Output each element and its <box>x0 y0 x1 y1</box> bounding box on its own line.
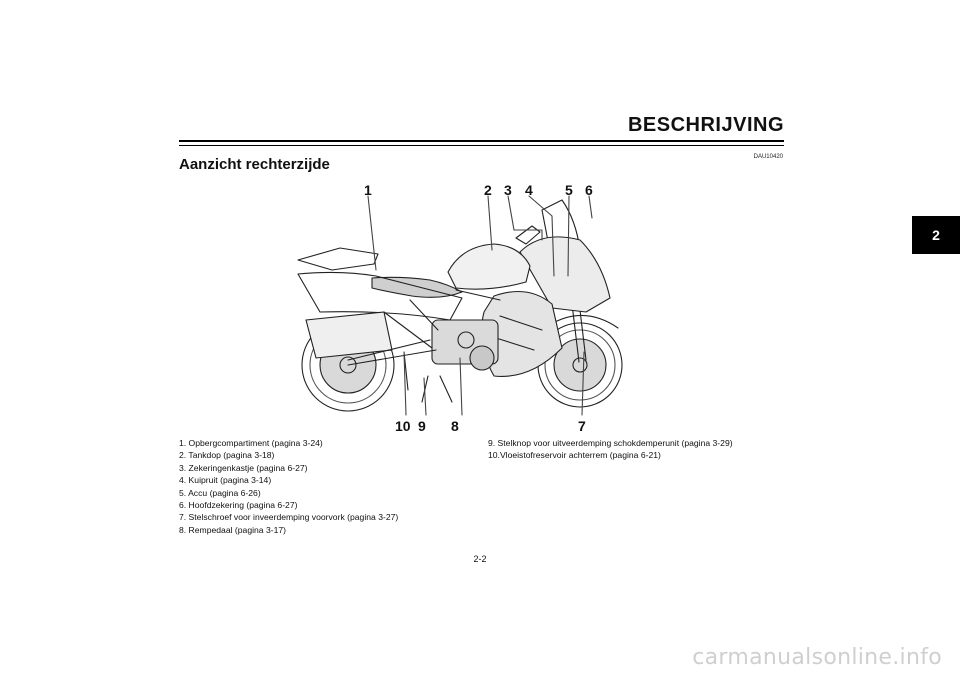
legend-item-6: 6. Hoofdzekering (pagina 6-27) <box>179 500 298 511</box>
callout-7: 7 <box>578 418 586 434</box>
watermark[interactable]: carmanualsonline.info <box>692 645 942 670</box>
callout-1: 1 <box>364 182 372 198</box>
legend-item-7: 7. Stelschroef voor inveerdemping voorvo… <box>179 512 399 523</box>
header-rule-thin <box>179 145 784 146</box>
legend-left: 1. Opbergcompartiment (pagina 3-24) 2. T… <box>179 437 398 536</box>
callout-8: 8 <box>451 418 459 434</box>
header-rule-thick <box>179 140 784 142</box>
chapter-tab[interactable]: 2 <box>912 216 960 254</box>
chapter-title: BESCHRIJVING <box>627 114 784 136</box>
legend-item-5: 5. Accu (pagina 6-26) <box>179 487 261 498</box>
legend-right: 9. Stelknop voor uitveerdemping schokdem… <box>488 437 733 462</box>
document-code: DAU10420 <box>753 154 783 160</box>
legend-item-3: 3. Zekeringenkastje (pagina 6-27) <box>179 462 308 473</box>
callout-9: 9 <box>418 418 426 434</box>
callout-10: 10 <box>395 418 411 434</box>
callout-5: 5 <box>565 182 573 198</box>
motorcycle-diagram <box>297 195 623 416</box>
legend-item-8: 8. Rempedaal (pagina 3-17) <box>179 524 287 535</box>
callout-2: 2 <box>484 182 492 198</box>
legend-item-9: 9. Stelknop voor uitveerdemping schokdem… <box>488 438 733 448</box>
callout-3: 3 <box>504 182 512 198</box>
legend-item-1: 1. Opbergcompartiment (pagina 3-24) <box>179 438 323 448</box>
legend-item-4: 4. Kuipruit (pagina 3-14) <box>179 475 272 486</box>
page-number: 2-2 <box>473 554 487 564</box>
callout-4: 4 <box>525 182 533 198</box>
callout-6: 6 <box>585 182 593 198</box>
legend-item-2: 2. Tankdop (pagina 3-18) <box>179 450 275 461</box>
section-title: Aanzicht rechterzijde <box>179 156 330 173</box>
legend-item-10: 10.Vloeistofreservoir achterrem (pagina … <box>488 450 661 461</box>
